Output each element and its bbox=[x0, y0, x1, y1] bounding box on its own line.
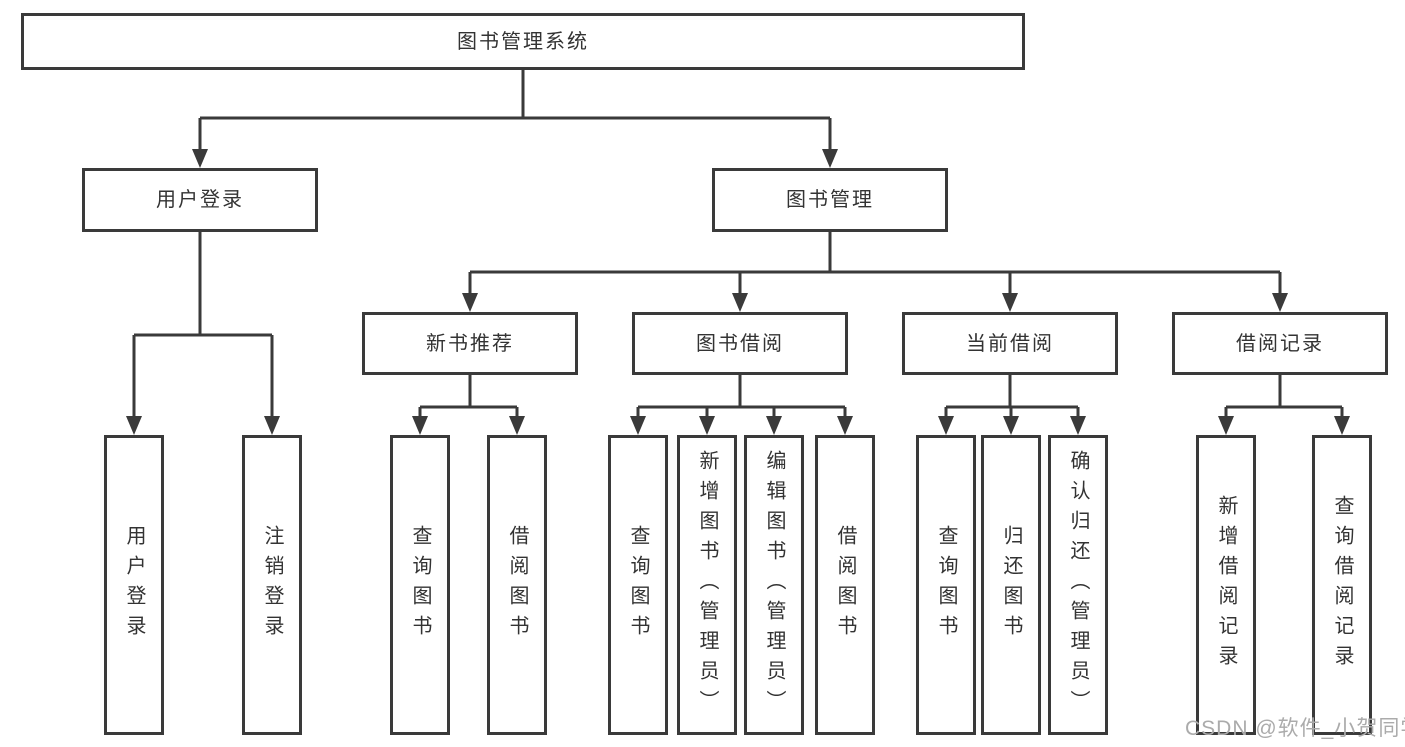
leaf-borrow-borrow-books: 借阅图书 bbox=[815, 435, 875, 735]
node-library-system: 图书管理系统 bbox=[21, 13, 1025, 70]
node-book-management: 图书管理 bbox=[712, 168, 948, 232]
leaf-borrow-add-books-admin: 新增图书（管理员） bbox=[677, 435, 737, 735]
arrowheads bbox=[126, 149, 1350, 435]
csdn-watermark: CSDN @软件_小贺同学 bbox=[1185, 717, 1405, 740]
leaf-borrow-query-books: 查询图书 bbox=[608, 435, 668, 735]
leaf-logout: 注销登录 bbox=[242, 435, 302, 735]
node-borrowing-records: 借阅记录 bbox=[1172, 312, 1388, 375]
leaf-current-return-books: 归还图书 bbox=[981, 435, 1041, 735]
leaf-records-query-record: 查询借阅记录 bbox=[1312, 435, 1372, 735]
leaf-records-add-record: 新增借阅记录 bbox=[1196, 435, 1256, 735]
leaf-user-login: 用户登录 bbox=[104, 435, 164, 735]
leaf-current-confirm-return-admin: 确认归还（管理员） bbox=[1048, 435, 1108, 735]
leaf-newrec-query-books: 查询图书 bbox=[390, 435, 450, 735]
node-new-book-recommend: 新书推荐 bbox=[362, 312, 578, 375]
leaf-current-query-books: 查询图书 bbox=[916, 435, 976, 735]
node-current-borrowing: 当前借阅 bbox=[902, 312, 1118, 375]
node-book-borrowing: 图书借阅 bbox=[632, 312, 848, 375]
leaf-newrec-borrow-books: 借阅图书 bbox=[487, 435, 547, 735]
leaf-borrow-edit-books-admin: 编辑图书（管理员） bbox=[744, 435, 804, 735]
node-user-login: 用户登录 bbox=[82, 168, 318, 232]
